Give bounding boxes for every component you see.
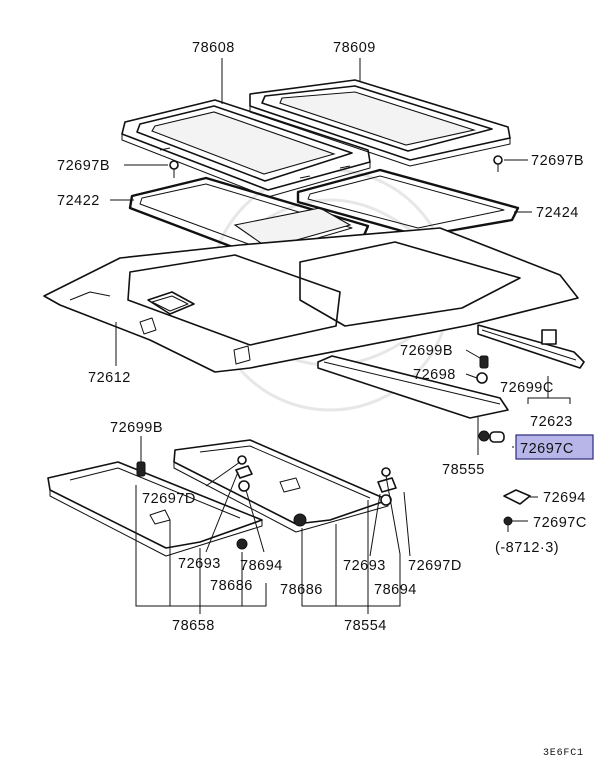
clip-78686-right-icon [293,513,307,527]
label-72694-side[interactable]: 72694 [543,490,586,506]
headliner-72612 [43,227,579,373]
clip-78686-left-icon [236,538,248,550]
highlighted-part-box[interactable] [515,434,594,460]
footer-code: 3E6FC1 [543,748,584,759]
label-72422[interactable]: 72422 [57,193,100,209]
clip-72699B-left-icon [136,461,146,477]
label-72612[interactable]: 72612 [88,370,131,386]
label-72693-left[interactable]: 72693 [178,556,221,572]
label-72697B-right[interactable]: 72697B [531,153,584,169]
bracket-72693-right-icon [377,477,397,493]
bracket-78694-right-icon [380,494,392,506]
label-78686-left[interactable]: 78686 [210,578,253,594]
bracket-78694-left-icon [238,480,250,492]
label-72697D-right[interactable]: 72697D [408,558,462,574]
leader-lines [110,58,571,614]
label-72693-right[interactable]: 72693 [343,558,386,574]
bracket-72694-side-icon [503,489,531,505]
label-72697B-left[interactable]: 72697B [57,158,110,174]
part-labels: 78608 78609 72697B 72697B 72422 72424 72… [57,40,587,759]
label-78608[interactable]: 78608 [192,40,235,56]
label-78555[interactable]: 78555 [442,462,485,478]
screw-72697C-side-icon [503,516,513,532]
bracket-72693-left-icon [235,465,253,479]
sunshade-78554 [173,439,389,533]
clip-72698-icon [476,372,488,384]
label-78554[interactable]: 78554 [344,618,387,634]
label-72697D-left[interactable]: 72697D [142,491,196,507]
label-78686-right[interactable]: 78686 [280,582,323,598]
label-date-note: (-8712·3) [495,540,559,556]
label-72699C[interactable]: 72699C [500,380,554,396]
sunroof-frame-78608 [121,99,371,198]
weatherstrip-72424 [296,168,520,238]
trim-strip-78555 [317,355,509,419]
clip-72699B-mid-icon [479,355,489,369]
sunroof-frame-78609 [249,79,511,167]
label-72699B-left[interactable]: 72699B [110,420,163,436]
label-78694-left[interactable]: 78694 [240,558,283,574]
label-72424[interactable]: 72424 [536,205,579,221]
label-72697C-highlight[interactable]: 72697C [520,441,574,457]
label-72623[interactable]: 72623 [530,414,573,430]
label-78658[interactable]: 78658 [172,618,215,634]
rail-72623 [477,324,585,369]
screw-72697C-highlight-icon [478,430,505,443]
label-78609[interactable]: 78609 [333,40,376,56]
screw-72697D-right-icon [381,467,391,477]
fasteners [136,155,531,550]
screw-72697B-right-icon [493,155,503,172]
label-78694-right[interactable]: 78694 [374,582,417,598]
screw-72697B-left-icon [169,160,179,178]
label-72699B-mid[interactable]: 72699B [400,343,453,359]
sunshade-78658 [47,461,263,557]
label-72698[interactable]: 72698 [413,367,456,383]
label-72697C-side[interactable]: 72697C [533,515,587,531]
